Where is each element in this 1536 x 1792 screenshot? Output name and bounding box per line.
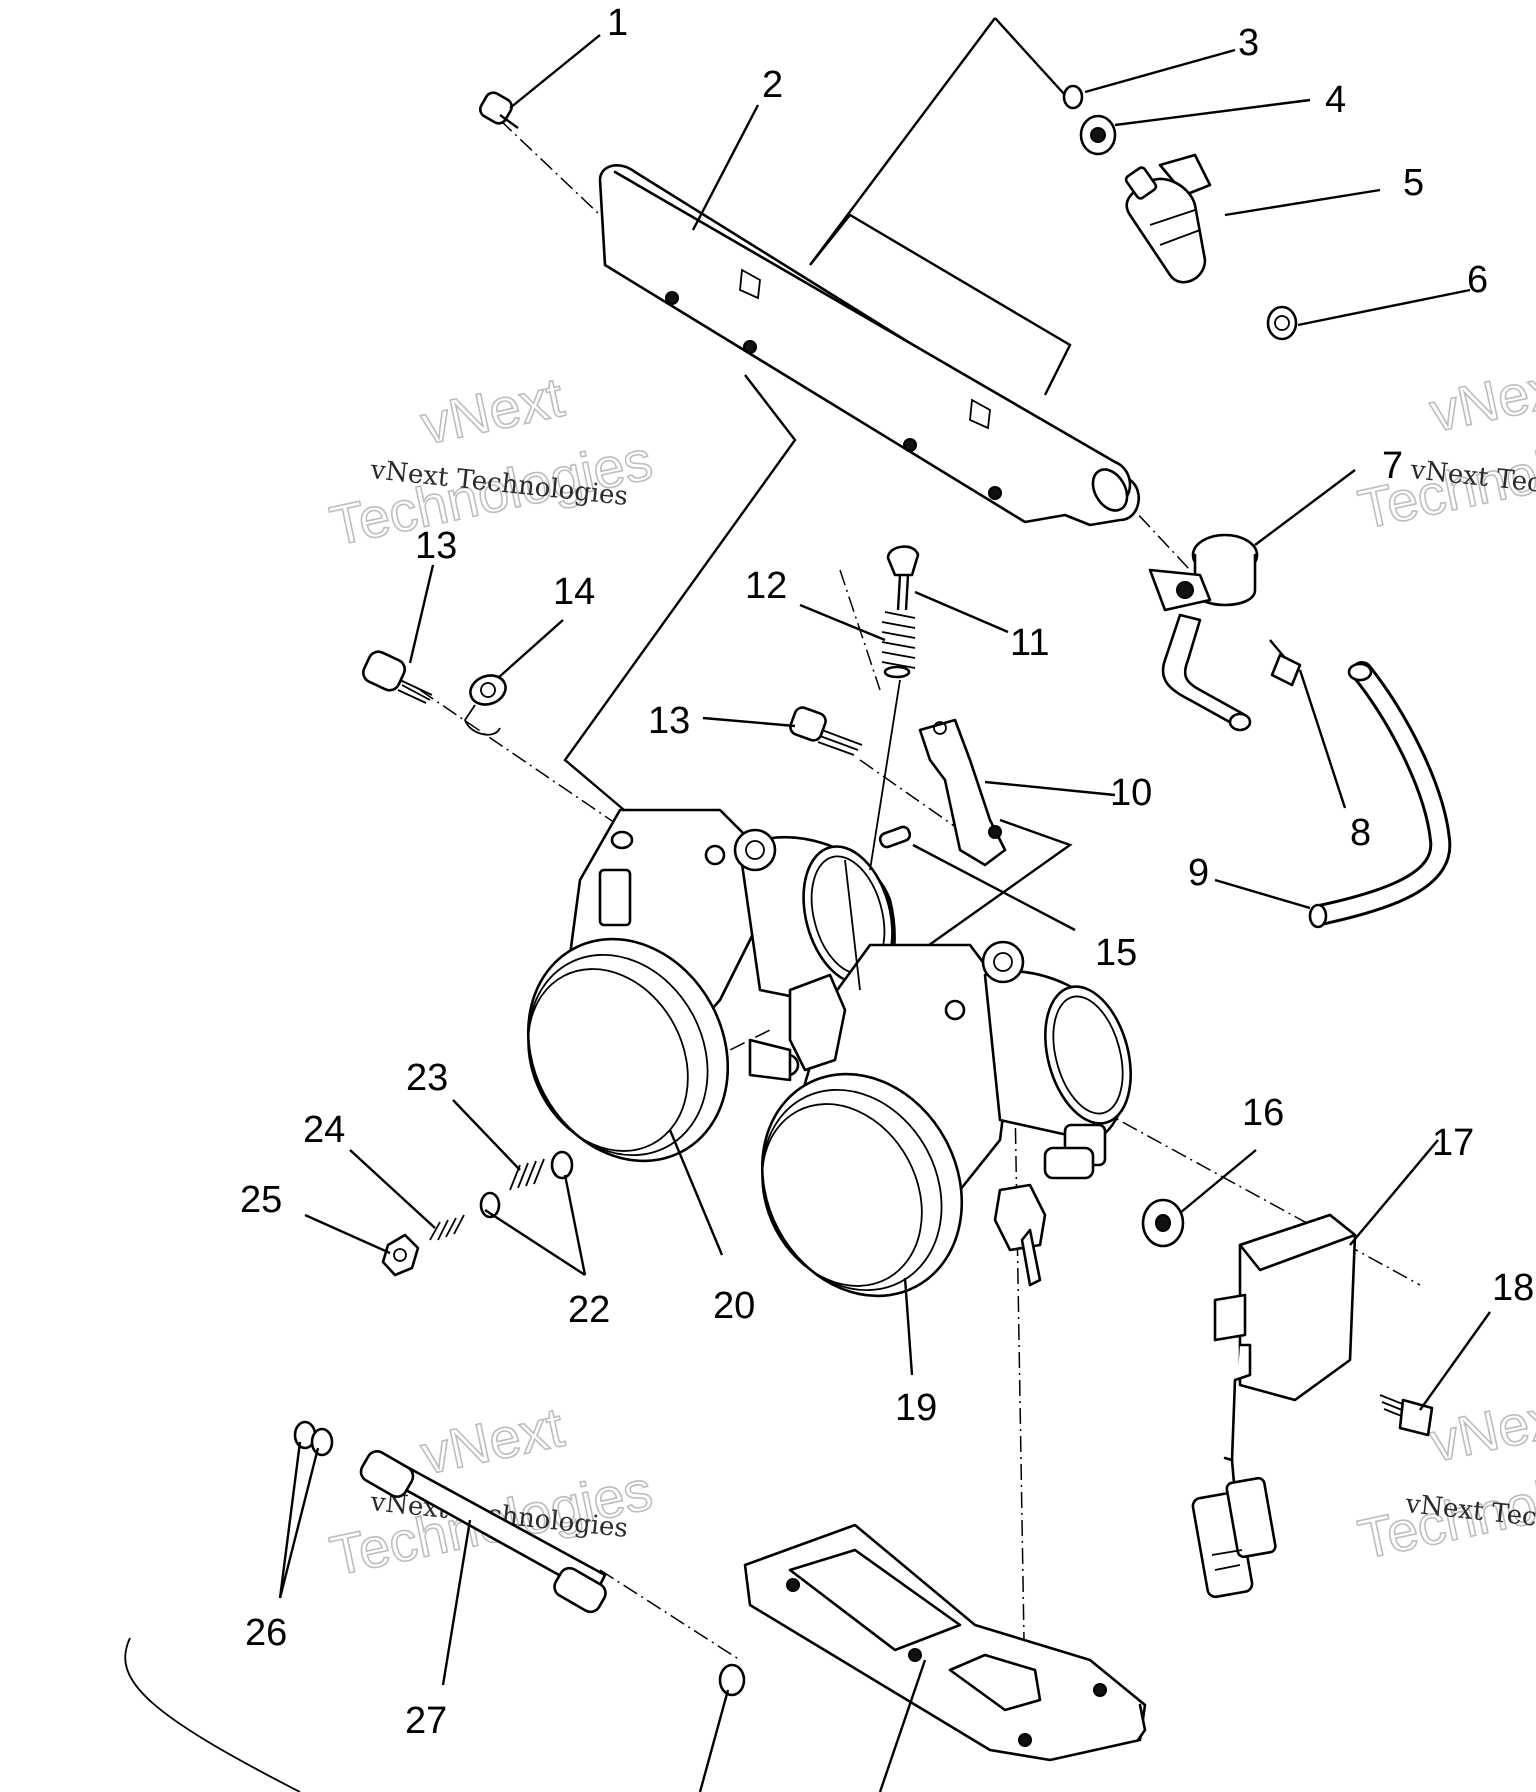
fuel-rail	[598, 164, 1140, 527]
callout-26: 26	[245, 1612, 287, 1654]
callout-22: 22	[568, 1289, 610, 1331]
callout-25: 25	[240, 1179, 282, 1221]
throttle-bracket	[918, 718, 1007, 867]
adjust-screw	[429, 1214, 465, 1241]
callout-8: 8	[1350, 812, 1371, 854]
fuel-injector	[1124, 153, 1212, 284]
sensor-screw	[1379, 1394, 1434, 1437]
injector-grommet	[1079, 114, 1117, 156]
callout-23: 23	[406, 1057, 448, 1099]
throttle-body-right	[760, 940, 1132, 1298]
idle-screw	[886, 545, 920, 611]
throttle-screw-lower	[789, 706, 863, 756]
callout-19: 19	[895, 1387, 937, 1429]
callout-10: 10	[1110, 772, 1152, 814]
pressure-regulator	[1148, 533, 1259, 732]
o-ring	[1062, 84, 1084, 110]
adjust-spring	[509, 1158, 545, 1191]
mounting-plate	[743, 1523, 1147, 1762]
throttle-shaft	[359, 1450, 607, 1614]
throttle-position-sensor	[1191, 1213, 1357, 1599]
hose-clip	[464, 674, 507, 736]
callout-7: 7	[1382, 445, 1403, 487]
callout-4: 4	[1325, 79, 1346, 121]
callout-15: 15	[1095, 932, 1137, 974]
callout-20: 20	[713, 1285, 755, 1327]
watermark-bottom-left: vNext Technologies	[324, 1394, 658, 1588]
callout-16: 16	[1242, 1092, 1284, 1134]
callout-27: 27	[405, 1700, 447, 1742]
svg-text:vNext: vNext	[1424, 1382, 1536, 1473]
svg-text:vNext: vNext	[416, 1395, 570, 1486]
leader-lines	[278, 34, 1491, 1792]
dowel-pin	[878, 825, 912, 849]
callout-18: 18	[1492, 1267, 1534, 1309]
callout-3: 3	[1238, 22, 1259, 64]
sensor-washer	[1141, 1198, 1185, 1248]
adjust-nut	[381, 1233, 420, 1277]
callout-9: 9	[1188, 852, 1209, 894]
callout-1: 1	[607, 2, 628, 44]
rail-screw	[479, 91, 519, 129]
svg-text:vNext: vNext	[1424, 352, 1536, 443]
e-clips	[293, 1420, 746, 1697]
callout-6: 6	[1467, 259, 1488, 301]
fuel-rail-bracket-lines	[563, 17, 1073, 956]
callout-17: 17	[1432, 1122, 1474, 1164]
watermark-top-right: vNext Technologies	[1352, 352, 1536, 542]
callout-5: 5	[1403, 162, 1424, 204]
hood-outline	[124, 1637, 301, 1792]
callout-13-upper: 13	[415, 525, 457, 567]
throttle-screw-upper	[362, 650, 433, 704]
idle-spring	[881, 611, 916, 679]
callout-2: 2	[762, 64, 783, 106]
watermark-bottom-right: vNext Technologies	[1352, 1382, 1536, 1572]
callout-14: 14	[553, 571, 595, 613]
injector-seal	[1266, 305, 1298, 341]
regulator-screw	[1269, 639, 1302, 687]
callout-13-lower: 13	[648, 700, 690, 742]
callout-12: 12	[745, 565, 787, 607]
fuel-hose	[1308, 661, 1452, 929]
callout-numbers: 1 2 3 4 5 6 7 8 9 10 11 12 13 13 14 15 1…	[240, 2, 1534, 1742]
callout-24: 24	[303, 1109, 345, 1151]
throttle-linkage	[748, 679, 901, 1082]
watermark-top-left: vNext Technologies	[324, 364, 658, 558]
callout-11: 11	[1010, 622, 1049, 664]
svg-text:vNext: vNext	[416, 365, 570, 456]
